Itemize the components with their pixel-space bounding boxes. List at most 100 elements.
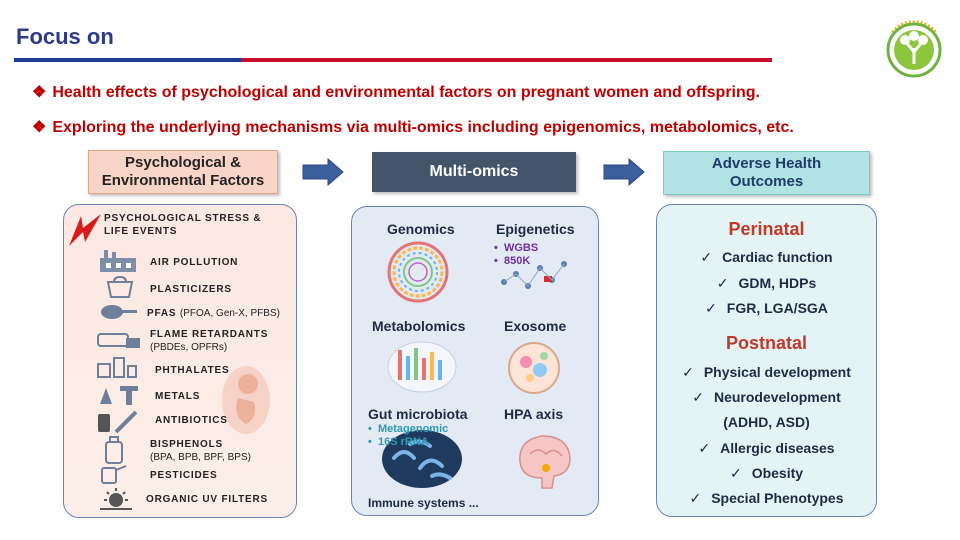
perinatal-item: ✓ FGR, LGA/SGA	[656, 300, 877, 317]
epigenetics-network-image	[501, 261, 567, 289]
bisphenols-sub: (BPA, BPB, BPF, BPS)	[150, 452, 251, 463]
postnatal-item-text: Allergic diseases	[720, 440, 835, 456]
bullet-1-text: Health effects of psychological and envi…	[52, 84, 760, 101]
factor-phthalates: PHTHALATES	[155, 365, 230, 376]
diamond-bullet-icon: ❖	[32, 84, 47, 101]
plastic-bag-icon	[106, 276, 134, 298]
omics-epigenetics: Epigenetics	[496, 221, 575, 237]
flame-label: FLAME RETARDANTS	[150, 329, 269, 340]
psy-header-line1: Psychological &	[125, 154, 241, 171]
perinatal-item-text: Cardiac function	[722, 249, 833, 265]
stress-line1: PSYCHOLOGICAL STRESS &	[104, 213, 262, 224]
factor-flame-retardants: FLAME RETARDANTS (PBDEs, OPFRs)	[150, 328, 268, 354]
epi-item-850k: 850K	[503, 255, 531, 267]
bullet-2: ❖ Exploring the underlying mechanisms via…	[32, 117, 794, 137]
factor-pesticides: PESTICIDES	[150, 470, 218, 481]
omics-gut-microbiota: Gut microbiota	[368, 406, 468, 422]
stress-line2: LIFE EVENTS	[104, 226, 178, 237]
postnatal-item: ✓ Physical development	[656, 364, 877, 381]
gut-item: • Metagenomic	[368, 423, 449, 435]
postnatal-item: ✓ Allergic diseases	[656, 440, 877, 457]
psy-header-line2: Environmental Factors	[101, 172, 265, 189]
postnatal-item: ✓ Special Phenotypes	[656, 490, 877, 507]
omics-exosome: Exosome	[504, 318, 567, 334]
epigenetics-methods: • WGBS • 850K	[494, 242, 538, 268]
epi-item: • WGBS	[494, 242, 539, 254]
bullet-2-text: Exploring the underlying mechanisms via …	[52, 119, 794, 136]
check-icon: ✓	[698, 440, 711, 456]
perinatal-item-text: GDM, HDPs	[738, 275, 817, 291]
epi-item: • 850K	[494, 255, 531, 267]
adverse-header-line2: Outcomes	[729, 173, 804, 190]
factor-stress: PSYCHOLOGICAL STRESS & LIFE EVENTS	[104, 212, 261, 238]
frying-pan-icon	[101, 305, 137, 319]
title-underline	[14, 58, 772, 62]
postnatal-item-text: Neurodevelopment	[713, 389, 841, 405]
pfas-sub: (PFOA, Gen-X, PFBS)	[179, 308, 280, 319]
gut-methods: • Metagenomic • 16S rRNA	[368, 423, 448, 449]
multi-omics-header: Multi-omics	[372, 152, 576, 192]
check-icon: ✓	[729, 465, 742, 481]
factor-plasticizers: PLASTICIZERS	[150, 284, 232, 295]
sun-uv-icon	[100, 488, 132, 510]
immune-systems-label: Immune systems ...	[368, 496, 479, 510]
pesticide-sprayer-icon	[101, 465, 127, 484]
postnatal-item: ✓ Neurodevelopment	[656, 389, 877, 406]
postnatal-item-text: Physical development	[703, 364, 851, 380]
gut-item-metagenomic: Metagenomic	[377, 423, 449, 435]
gut-item: • 16S rRNA	[368, 436, 429, 448]
bullet-1: ❖ Health effects of psychological and env…	[32, 82, 760, 102]
factor-antibiotics: ANTIBIOTICS	[155, 415, 228, 426]
pfas-label: PFAS	[147, 308, 177, 319]
adverse-header-line1: Adverse Health	[711, 155, 822, 172]
flame-sub: (PBDEs, OPFRs)	[150, 342, 228, 353]
outcomes-panel	[656, 204, 877, 517]
epi-item-wgbs: WGBS	[503, 242, 539, 254]
metal-tools-icon	[100, 386, 138, 405]
postnatal-heading: Postnatal	[725, 333, 808, 353]
sofa-icon	[97, 333, 140, 348]
factor-bisphenols: BISPHENOLS (BPA, BPB, BPF, BPS)	[150, 438, 251, 464]
gut-microbiota-image	[382, 430, 462, 488]
check-icon: ✓	[689, 490, 702, 506]
postnatal-item-text: Special Phenotypes	[711, 490, 844, 506]
genomics-circos-image	[387, 241, 449, 303]
check-icon: ✓	[700, 249, 713, 265]
factor-air-pollution: AIR POLLUTION	[150, 257, 239, 268]
gut-item-16s: 16S rRNA	[377, 436, 429, 448]
lightning-icon	[69, 214, 101, 246]
omics-genomics: Genomics	[387, 221, 455, 237]
postnatal-item-sub: (ADHD, ASD)	[723, 414, 810, 430]
perinatal-item: ✓ Cardiac function	[656, 249, 877, 266]
check-icon: ✓	[692, 389, 704, 405]
check-icon: ✓	[705, 300, 717, 316]
perinatal-item-text: FGR, LGA/SGA	[726, 300, 828, 316]
omics-hpa-axis: HPA axis	[504, 406, 564, 422]
diamond-bullet-icon: ❖	[32, 119, 47, 136]
postnatal-item-text: Obesity	[751, 465, 804, 481]
postnatal-item: ✓ Obesity	[656, 465, 877, 482]
perinatal-item: ✓ GDM, HDPs	[656, 275, 877, 292]
metabolomics-heatmap-image	[387, 341, 457, 393]
omics-metabolomics: Metabolomics	[372, 318, 466, 334]
containers-icon	[97, 357, 137, 378]
arrow-right-icon	[603, 158, 645, 186]
institution-logo	[886, 20, 942, 78]
fetus-icon	[222, 366, 270, 434]
check-icon: ✓	[716, 275, 729, 291]
factor-metals: METALS	[155, 391, 201, 402]
check-icon: ✓	[682, 364, 694, 380]
bisphenols-label: BISPHENOLS	[150, 439, 224, 450]
factor-pfas: PFAS (PFOA, Gen-X, PFBS)	[147, 307, 280, 320]
brain-hpa-image	[519, 435, 571, 489]
factors-panel	[63, 204, 297, 518]
factory-icon	[100, 250, 136, 272]
psychological-factors-header: Psychological &Environmental Factors	[88, 150, 278, 194]
perinatal-heading: Perinatal	[728, 219, 805, 239]
pills-syringe-icon	[98, 410, 138, 434]
exosome-image	[508, 342, 560, 394]
factor-uv-filters: ORGANIC UV FILTERS	[146, 494, 268, 505]
bottle-icon	[105, 436, 123, 464]
arrow-right-icon	[302, 158, 344, 186]
